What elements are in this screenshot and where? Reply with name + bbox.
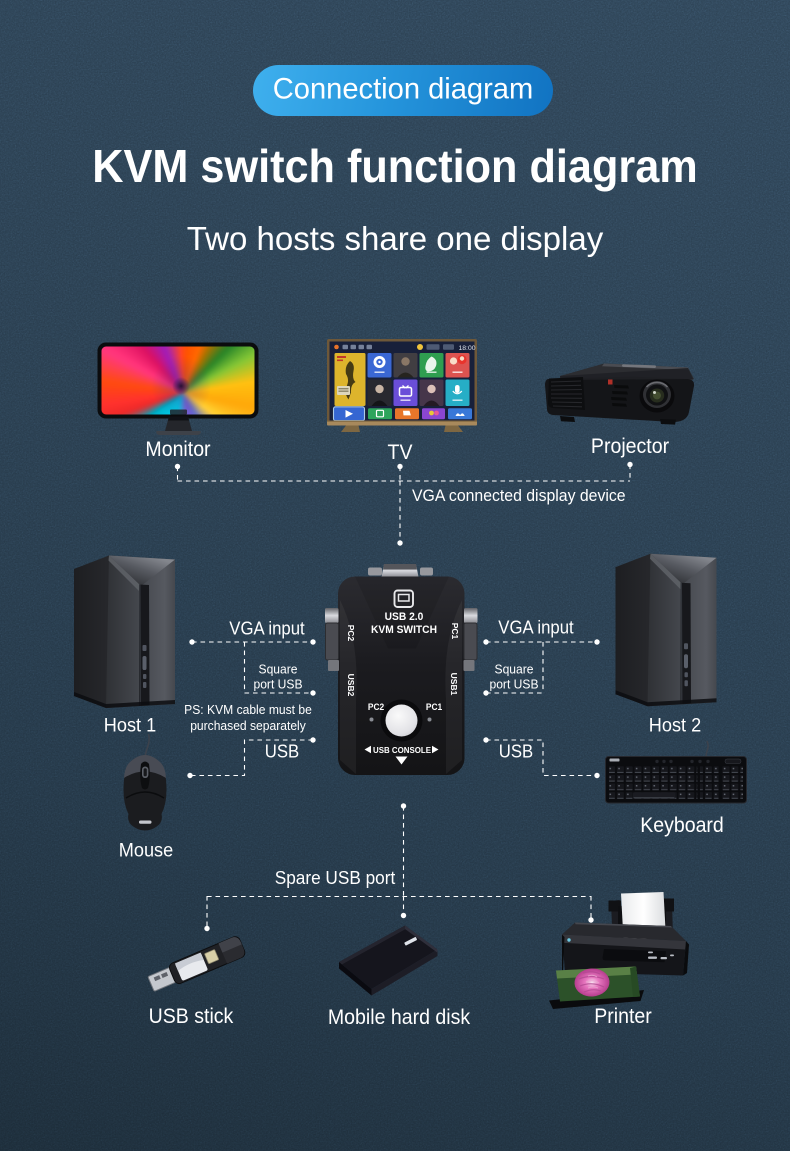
svg-text:18:00: 18:00 — [459, 345, 476, 352]
